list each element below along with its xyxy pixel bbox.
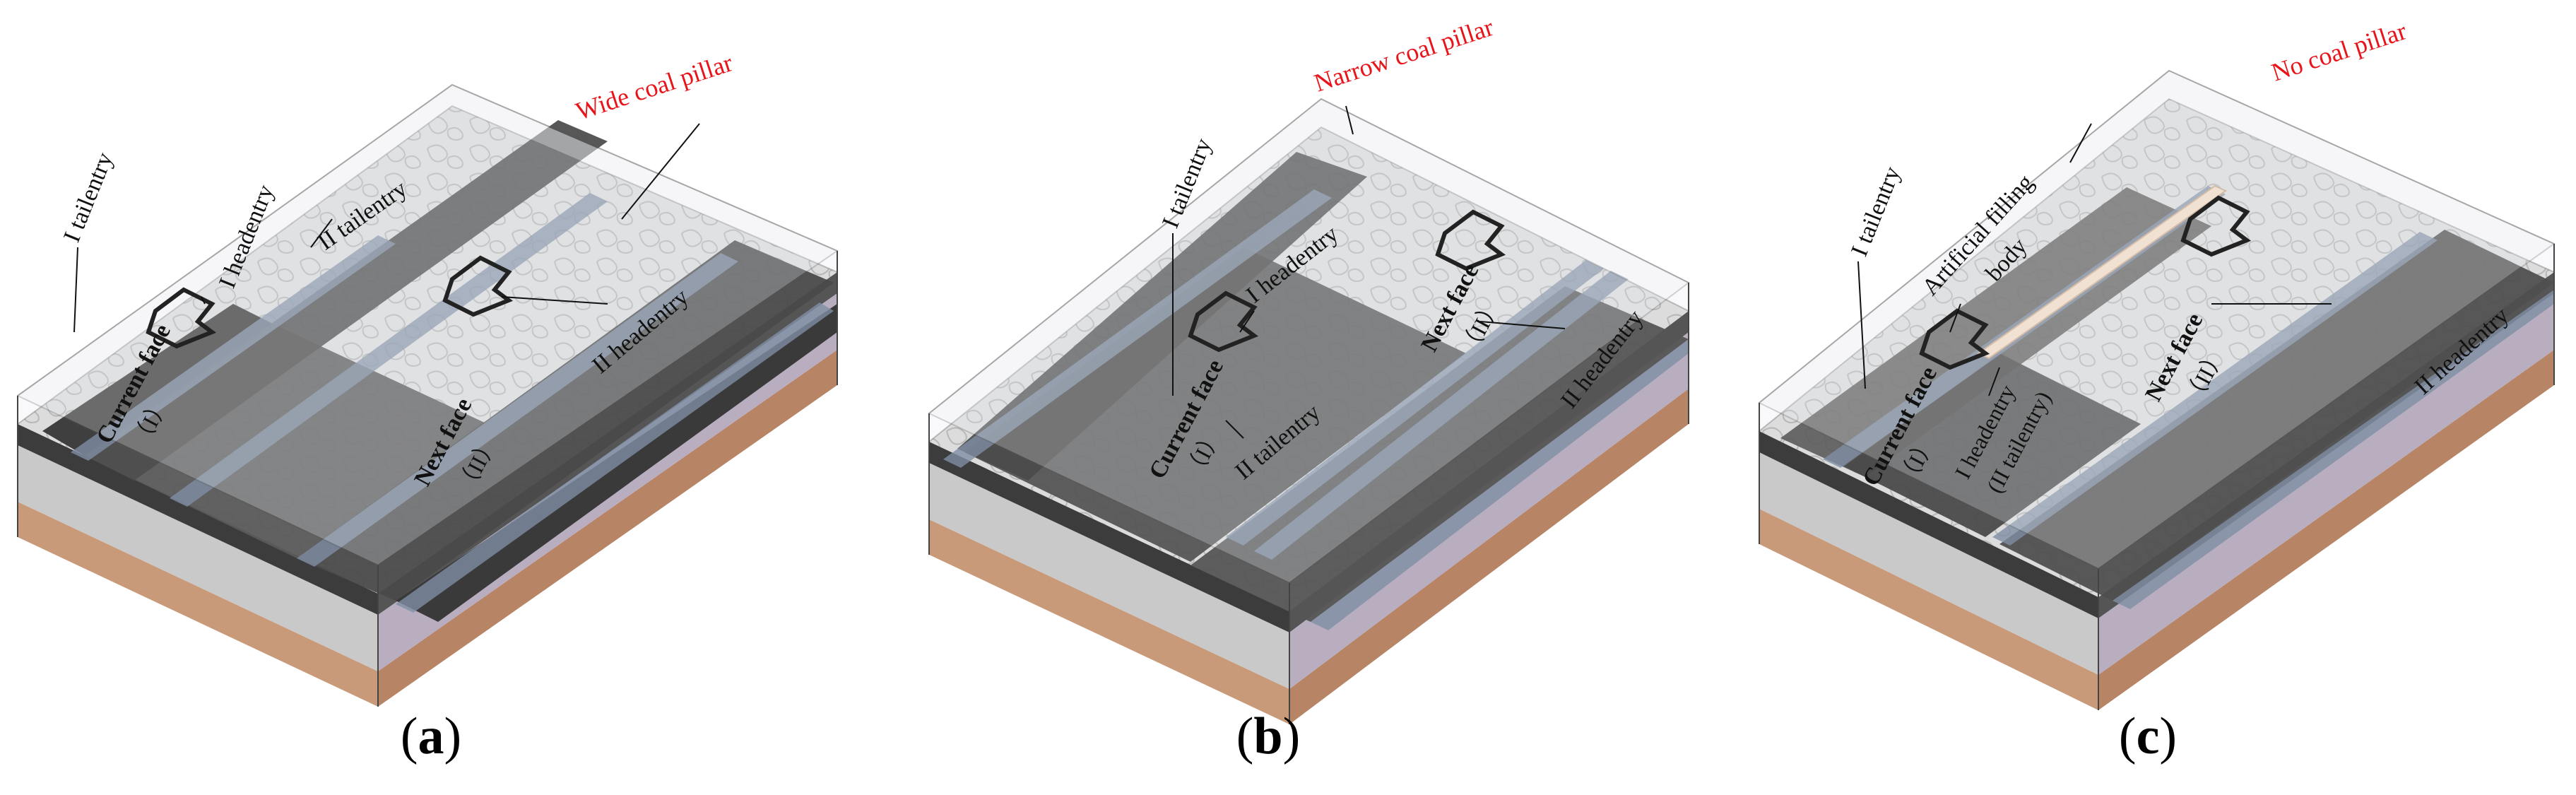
panel-c-diagram: I tailentry Artificial filling body I he… [1758, 16, 2556, 710]
panel-b-diagram: I tailentry I headentry II tailentry II … [928, 13, 1690, 724]
pillar-label: No coal pillar [2268, 16, 2410, 86]
pillar-label: Narrow coal pillar [1311, 13, 1496, 98]
panel-a: I tailentry I headentry II tailentry II … [0, 0, 858, 795]
panel-a-diagram: I tailentry I headentry II tailentry II … [16, 48, 839, 707]
next-face-arrow [1435, 209, 1506, 271]
tailentry1-label: I tailentry [59, 149, 118, 246]
current-face-arrow [146, 287, 217, 349]
panel-b: I tailentry I headentry II tailentry II … [858, 0, 1717, 795]
panel-c-caption: (c) [2118, 707, 2178, 765]
pillar-label: Wide coal pillar [572, 48, 736, 125]
tailentry1-label: I tailentry [1846, 163, 1906, 260]
current-face-arrow [1188, 290, 1259, 353]
panel-c: I tailentry Artificial filling body I he… [1717, 0, 2575, 795]
current-face-arrow [1919, 308, 1990, 370]
next-face-arrow [442, 255, 514, 317]
filling-body [1977, 184, 2227, 360]
panel-b-caption: (b) [1236, 707, 1301, 765]
next-face-arrow [2180, 195, 2252, 257]
panel-a-caption: (a) [400, 707, 462, 765]
